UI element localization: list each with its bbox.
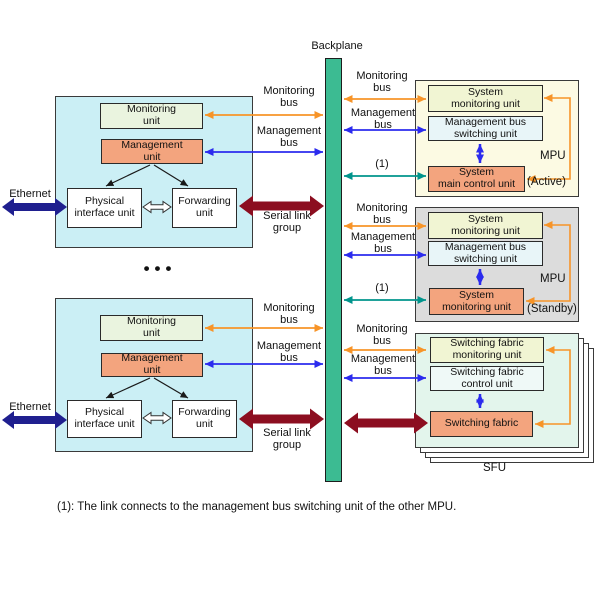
link1-label-mpu-active: (1) <box>375 158 389 170</box>
monitoring-bus-label-lpu2: Monitoring bus <box>263 302 315 326</box>
management-bus-switching-unit-box-active: Management bus switching unit <box>428 116 543 141</box>
switching-fabric-box: Switching fabric <box>430 411 533 437</box>
backplane-bar <box>325 58 342 482</box>
system-control-unit-box-standby: System monitoring unit <box>429 288 524 315</box>
management-bus-label-mpu-standby: Management bus <box>350 231 416 255</box>
management-bus-label-sfu: Management bus <box>350 353 416 377</box>
monitoring-unit-box-lpu2: Monitoring unit <box>100 315 203 341</box>
mgmt-to-forwarding-arrow-lpu2 <box>153 377 189 399</box>
serial-link-arrow-lpu2 <box>239 408 324 430</box>
ethernet-label-top: Ethernet <box>9 188 51 200</box>
backplane-label: Backplane <box>311 40 363 52</box>
ethernet-arrow-top <box>2 198 67 216</box>
ethernet-arrow-bottom <box>2 411 67 429</box>
system-monitoring-unit-box-standby: System monitoring unit <box>428 212 543 239</box>
serial-link-arrow-lpu1 <box>239 195 324 217</box>
monitoring-bus-label-mpu-standby: Monitoring bus <box>356 202 408 226</box>
sfu-tag: SFU <box>483 462 506 474</box>
more-boards-ellipsis: ••• <box>143 259 177 278</box>
ethernet-label-bottom: Ethernet <box>9 401 51 413</box>
management-bus-switching-unit-box-standby: Management bus switching unit <box>428 241 543 266</box>
forwarding-unit-box-lpu2: Forwarding unit <box>172 400 237 438</box>
physical-interface-unit-box-lpu2: Physical interface unit <box>67 400 142 438</box>
monitoring-bus-label-lpu1: Monitoring bus <box>263 85 315 109</box>
mpu-active-state: (Active) <box>527 176 566 188</box>
serial-link-group-label-lpu1: Serial link group <box>263 210 311 234</box>
mpu-standby-tag: MPU <box>540 273 566 285</box>
mgmt-to-forwarding-arrow-lpu1 <box>153 164 189 187</box>
mgmt-to-physical-arrow-lpu2 <box>105 377 151 399</box>
management-bus-label-lpu2: Management bus <box>256 340 322 364</box>
monitoring-loop-sfu <box>535 346 571 428</box>
management-bus-label-lpu1: Management bus <box>256 125 322 149</box>
serial-link-arrow-sfu <box>344 412 428 434</box>
footnote-text: (1): The link connects to the management… <box>57 501 457 513</box>
switching-fabric-monitoring-unit-box: Switching fabric monitoring unit <box>430 337 544 363</box>
serial-link-group-label-lpu2: Serial link group <box>263 427 311 451</box>
switching-fabric-control-unit-box: Switching fabric control unit <box>430 366 544 391</box>
physical-forwarding-arrow-lpu2 <box>142 411 172 425</box>
monitoring-unit-box-lpu1: Monitoring unit <box>100 103 203 129</box>
physical-interface-unit-box-lpu1: Physical interface unit <box>67 188 142 228</box>
management-unit-box-lpu2: Management unit <box>101 353 203 377</box>
forwarding-unit-box-lpu1: Forwarding unit <box>172 188 237 228</box>
monitoring-loop-mpu-standby <box>526 221 571 305</box>
system-monitoring-unit-box-active: System monitoring unit <box>428 85 543 112</box>
monitoring-bus-label-sfu: Monitoring bus <box>356 323 408 347</box>
mgmt-to-physical-arrow-lpu1 <box>105 164 151 187</box>
physical-forwarding-arrow-lpu1 <box>142 200 172 214</box>
monitoring-loop-mpu-active <box>527 94 571 183</box>
management-unit-box-lpu1: Management unit <box>101 139 203 164</box>
monitoring-bus-label-mpu-active: Monitoring bus <box>356 70 408 94</box>
mpu-standby-state: (Standby) <box>527 303 577 315</box>
mpu-active-tag: MPU <box>540 150 566 162</box>
system-main-control-unit-box-active: System main control unit <box>428 166 525 192</box>
management-bus-label-mpu-active: Management bus <box>350 107 416 131</box>
link1-label-mpu-standby: (1) <box>375 282 389 294</box>
